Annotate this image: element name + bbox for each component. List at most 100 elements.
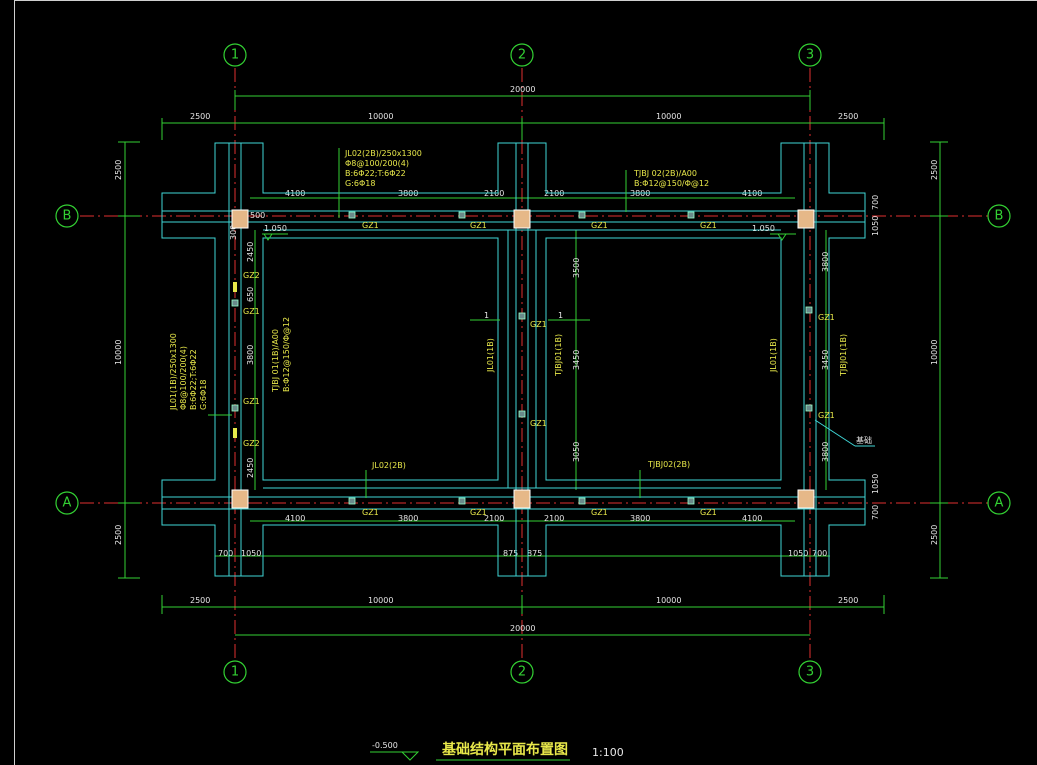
svg-text:Φ8@100/200(4): Φ8@100/200(4) [179,346,188,410]
svg-text:GZ1: GZ1 [470,221,487,230]
svg-text:GZ2: GZ2 [243,271,260,280]
svg-text:3: 3 [806,665,814,680]
axis-bubble-1-bottom [223,660,247,684]
svg-text:GZ2: GZ2 [243,439,260,448]
svg-text:1050: 1050 [241,549,261,558]
svg-text:GZ1: GZ1 [591,221,608,230]
axis-bubble-A-left [55,491,79,515]
axis-bubble-2-top [510,43,534,67]
svg-text:1: 1 [558,311,563,320]
svg-text:1050: 1050 [788,549,808,558]
svg-text:10000: 10000 [368,596,393,605]
foundation-beams [161,142,866,577]
svg-text:10000: 10000 [656,596,681,605]
svg-text:1: 1 [231,48,239,63]
svg-text:3800: 3800 [246,345,255,365]
scale-label: 1:100 [592,746,624,759]
svg-text:GZ1: GZ1 [818,411,835,420]
svg-text:2500: 2500 [838,596,858,605]
svg-text:300: 300 [229,225,238,240]
svg-text:B:Φ12@150/Φ@12: B:Φ12@150/Φ@12 [282,317,291,392]
svg-text:10000: 10000 [114,340,123,365]
svg-text:1: 1 [231,665,239,680]
svg-text:10000: 10000 [656,112,681,121]
svg-text:1.050: 1.050 [264,224,287,233]
svg-text:10000: 10000 [930,340,939,365]
svg-text:2: 2 [518,48,526,63]
column-3A [797,489,815,509]
axis-bubble-A-right [987,491,1011,515]
svg-text:JL01(1B): JL01(1B) [486,338,495,373]
column-2B [513,209,531,229]
svg-text:GZ1: GZ1 [818,313,835,322]
svg-text:2500: 2500 [114,525,123,545]
axis-bubble-B-left [55,204,79,228]
svg-text:2500: 2500 [838,112,858,121]
svg-text:2100: 2100 [544,514,564,523]
beam-annotations: JL02(2B)/250x1300 Φ8@100/200(4) B:6Φ22;T… [169,148,875,498]
drawing-title: 基础结构平面布置图 [442,741,568,758]
svg-text:2500: 2500 [190,112,210,121]
svg-text:3450: 3450 [821,350,830,370]
axis-bubbles: 1 2 3 1 2 3 B A B A [55,43,1011,684]
columns [231,209,815,509]
svg-text:10000: 10000 [368,112,393,121]
svg-text:2: 2 [518,665,526,680]
svg-text:2450: 2450 [246,458,255,478]
svg-text:JL01(1B): JL01(1B) [769,338,778,373]
svg-text:3800: 3800 [821,252,830,272]
column-1A [231,489,249,509]
svg-text:3800: 3800 [630,514,650,523]
axis-bubble-3-top [798,43,822,67]
svg-text:Φ8@100/200(4): Φ8@100/200(4) [345,159,409,168]
svg-text:A: A [63,496,72,511]
svg-text:3: 3 [806,48,814,63]
svg-text:GZ1: GZ1 [700,221,717,230]
svg-text:B:6Φ22;T:6Φ22: B:6Φ22;T:6Φ22 [345,169,406,178]
svg-text:GZ1: GZ1 [362,508,379,517]
axis-bubble-2-bottom [510,660,534,684]
svg-text:B:Φ12@150/Φ@12: B:Φ12@150/Φ@12 [634,179,709,188]
svg-text:GZ1: GZ1 [530,320,547,329]
svg-text:1: 1 [484,311,489,320]
axis-bubble-3-bottom [798,660,822,684]
svg-text:GZ1: GZ1 [591,508,608,517]
svg-text:A: A [995,496,1004,511]
svg-text:700: 700 [871,505,880,520]
svg-text:TJBJ 02(2B)/A00: TJBJ 02(2B)/A00 [633,169,697,178]
svg-text:G:6Φ18: G:6Φ18 [199,380,208,410]
svg-text:B: B [63,209,72,224]
svg-text:700: 700 [218,549,233,558]
svg-text:4100: 4100 [285,514,305,523]
svg-text:700: 700 [871,195,880,210]
svg-text:1.050: 1.050 [752,224,775,233]
column-3B [797,209,815,229]
svg-text:GZ1: GZ1 [243,397,260,406]
svg-text:3800: 3800 [398,514,418,523]
svg-text:3500: 3500 [572,258,581,278]
svg-text:3800: 3800 [821,442,830,462]
svg-text:GZ1: GZ1 [700,508,717,517]
svg-text:1050: 1050 [871,474,880,494]
svg-text:2100: 2100 [484,514,504,523]
svg-text:JL02(2B): JL02(2B) [371,461,406,470]
svg-text:1050: 1050 [871,216,880,236]
svg-text:基础: 基础 [856,435,872,445]
svg-text:2500: 2500 [930,160,939,180]
svg-text:700: 700 [812,549,827,558]
svg-text:GZ1: GZ1 [362,221,379,230]
svg-text:G:6Φ18: G:6Φ18 [345,179,375,188]
gz-labels: GZ1 GZ1 GZ1 GZ1 GZ1 GZ1 GZ1 GZ1 GZ2 GZ1 … [243,221,835,517]
svg-text:B: B [995,209,1004,224]
svg-text:650: 650 [246,287,255,302]
elevation-label: -0.500 [372,741,398,750]
svg-text:GZ1: GZ1 [243,307,260,316]
dimension-lines: 20000 2500 10000 10000 2500 2500 10000 1… [114,85,948,636]
svg-text:3050: 3050 [572,442,581,462]
svg-text:TJBJ01(1B): TJBJ01(1B) [839,334,848,377]
svg-text:2500: 2500 [930,525,939,545]
svg-text:500: 500 [250,211,265,220]
svg-text:4100: 4100 [742,514,762,523]
svg-text:875: 875 [527,549,542,558]
